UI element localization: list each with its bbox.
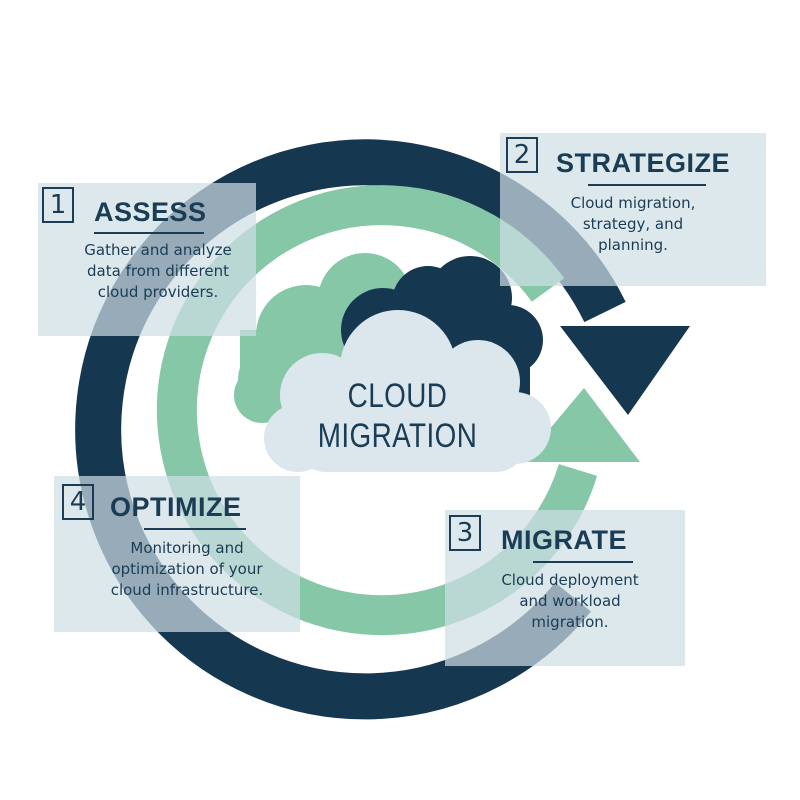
title-underline: [144, 528, 246, 530]
step-number-badge: 3: [449, 515, 481, 551]
description-line: migration.: [531, 613, 609, 631]
step-card-optimize: 4 OPTIMIZE Monitoring and optimization o…: [54, 476, 300, 632]
description-line: Cloud deployment: [501, 571, 639, 589]
description-line: strategy, and: [582, 215, 684, 233]
outer-arrowhead: [560, 326, 690, 415]
description-line: planning.: [598, 236, 668, 254]
step-number-badge: 2: [506, 137, 538, 173]
description-line: Gather and analyze: [84, 241, 232, 259]
step-title: STRATEGIZE: [556, 148, 731, 178]
description-line: Monitoring and: [130, 539, 244, 557]
step-card-assess: 1 ASSESS Gather and analyze data from di…: [38, 183, 256, 336]
step-number-badge: 4: [62, 484, 94, 520]
description-line: data from different: [87, 262, 229, 280]
title-underline: [94, 232, 204, 234]
title-underline: [533, 561, 633, 563]
center-cloud-title: CLOUD MIGRATION: [301, 376, 494, 456]
description-line: optimization of your: [111, 560, 263, 578]
step-description: Cloud migration, strategy, and planning.: [540, 193, 726, 256]
step-title: OPTIMIZE: [110, 492, 242, 522]
description-line: and workload: [519, 592, 621, 610]
title-underline: [588, 184, 706, 186]
description-line: cloud infrastructure.: [110, 581, 264, 599]
description-line: Cloud migration,: [570, 194, 696, 212]
outer-cycle-arc: [75, 139, 626, 720]
step-description: Gather and analyze data from different c…: [58, 240, 258, 303]
step-title: MIGRATE: [501, 525, 627, 555]
step-card-strategize: 2 STRATEGIZE Cloud migration, strategy, …: [500, 133, 766, 286]
cloud-main-shape: [264, 310, 551, 472]
center-title-line-2: MIGRATION: [317, 417, 478, 455]
inner-arrowhead: [522, 388, 640, 462]
step-title: ASSESS: [94, 197, 207, 227]
step-number-badge: 1: [42, 187, 74, 223]
description-line: cloud providers.: [97, 283, 219, 301]
step-description: Monitoring and optimization of your clou…: [94, 538, 280, 601]
step-card-migrate: 3 MIGRATE Cloud deployment and workload …: [445, 510, 685, 666]
step-description: Cloud deployment and workload migration.: [477, 570, 663, 633]
center-title-line-1: CLOUD: [347, 377, 448, 415]
